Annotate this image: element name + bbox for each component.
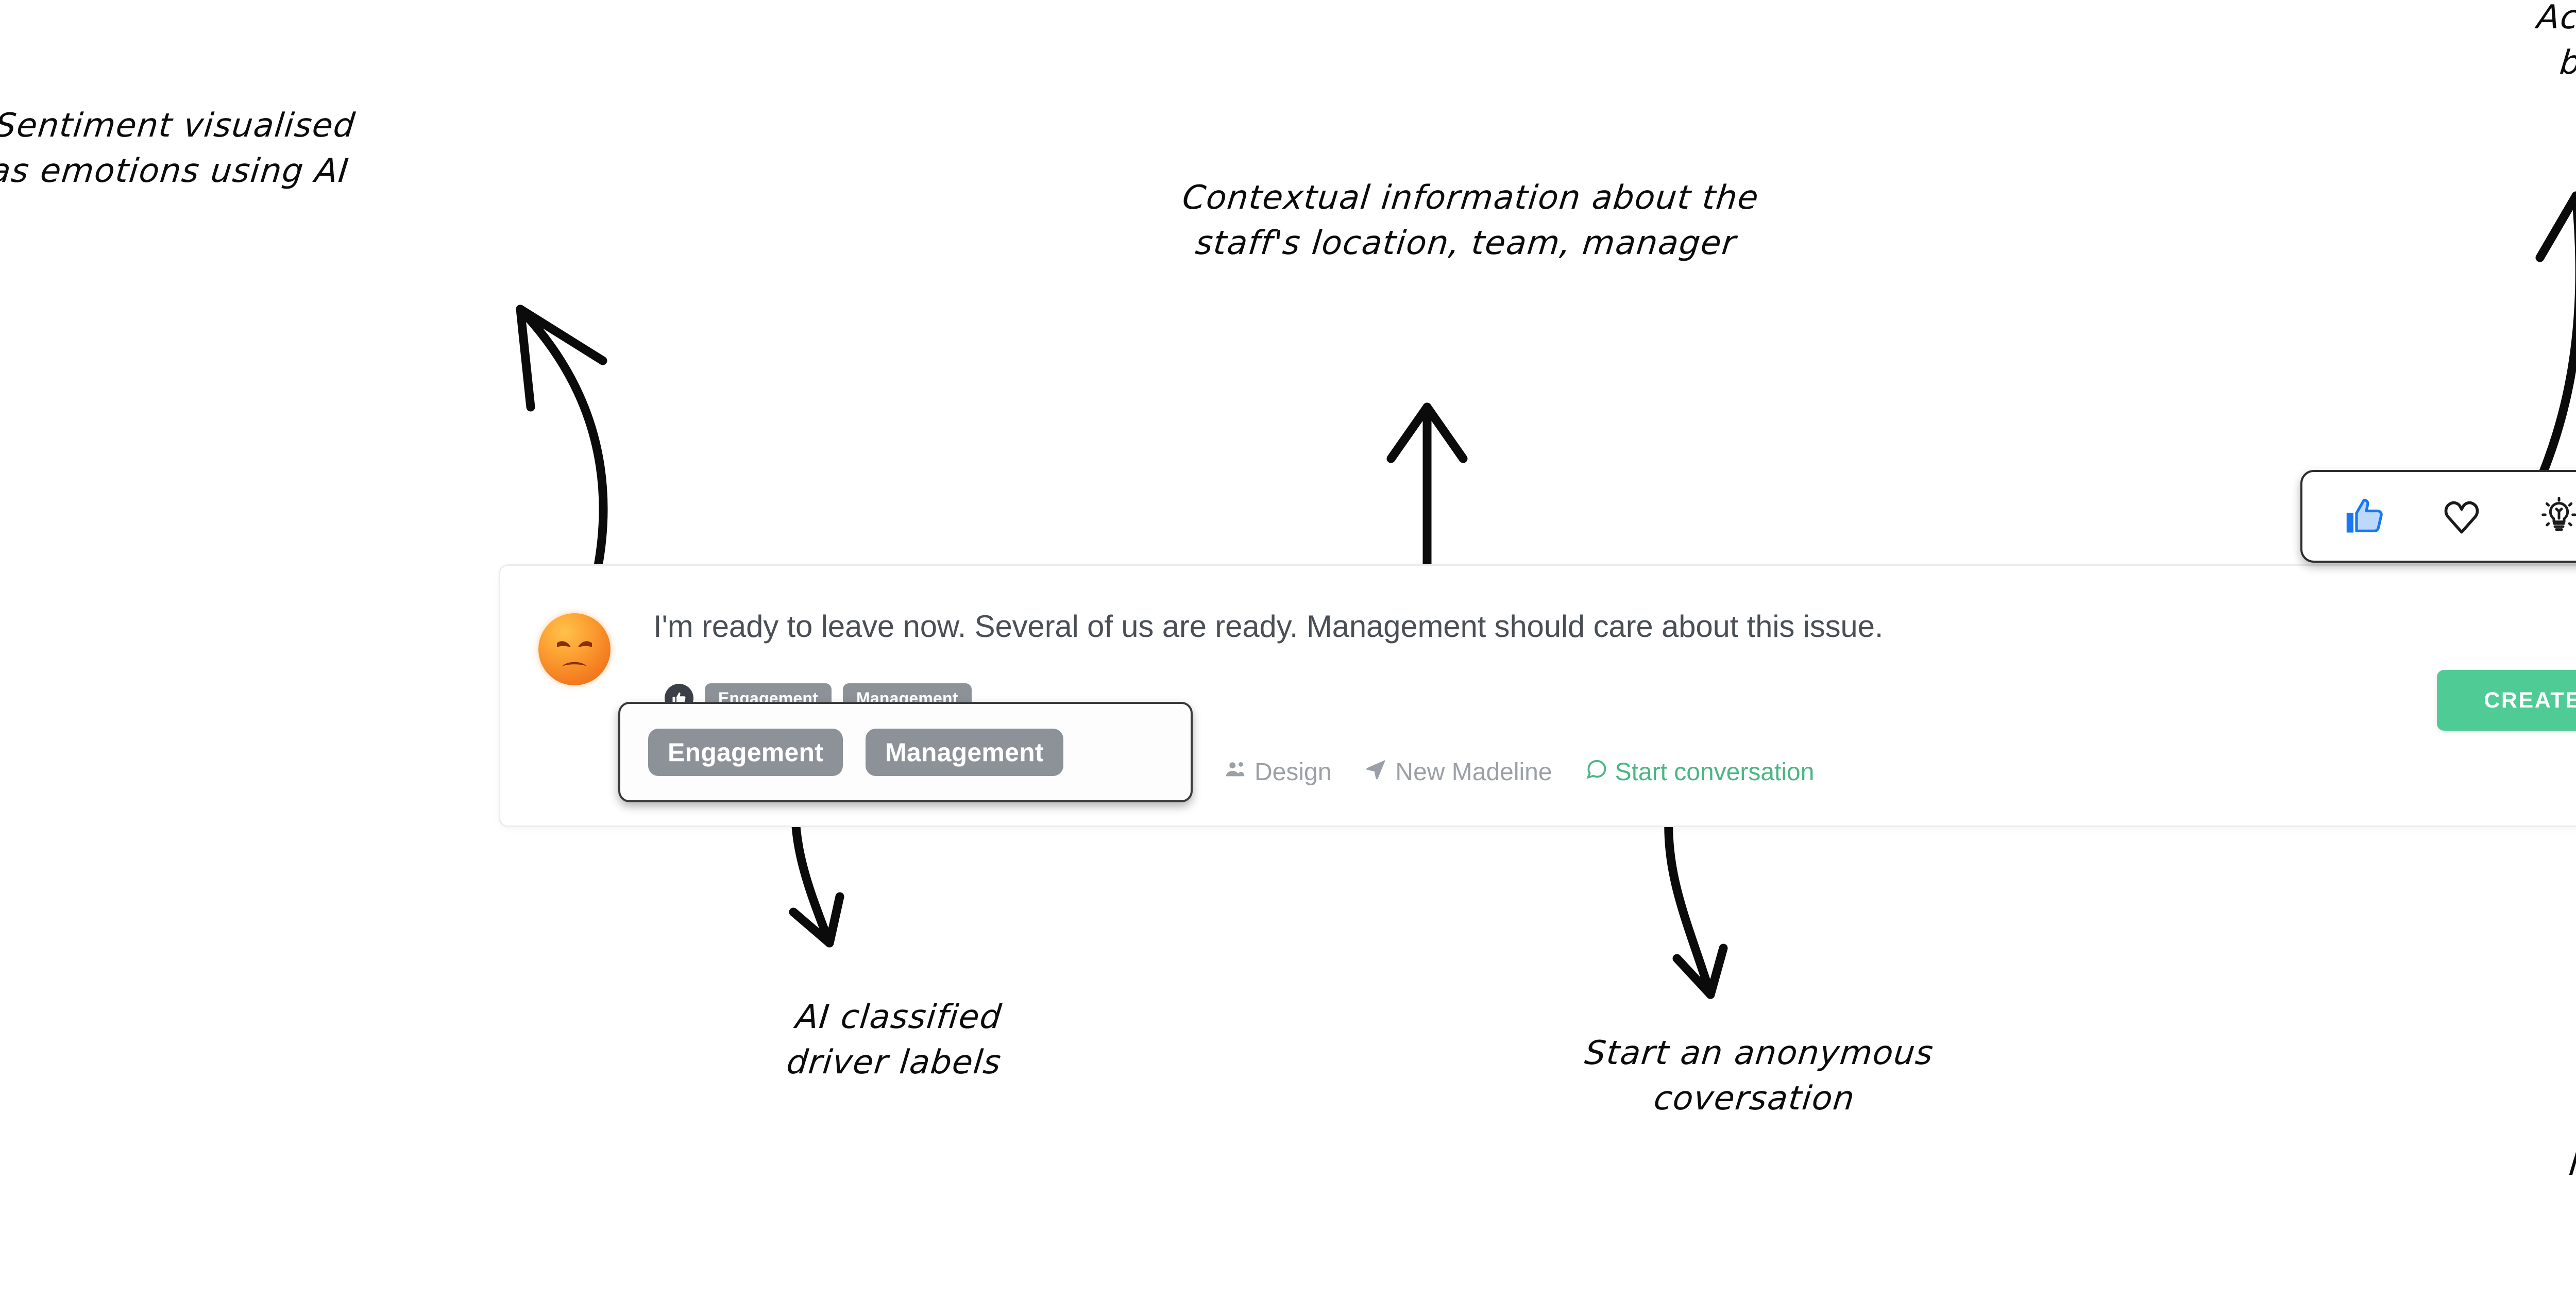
angry-face-icon bbox=[538, 613, 611, 685]
start-conversation-button[interactable]: Start conversation bbox=[1585, 758, 1815, 787]
tag-magnifier-lens: Engagement Management bbox=[618, 702, 1193, 802]
annotation-sentiment: Sentiment visualised as emotions using A… bbox=[0, 107, 358, 191]
thumbs-up-icon[interactable] bbox=[2335, 488, 2392, 545]
meta-location: New Madeline bbox=[1364, 757, 1552, 787]
annotation-reactions: Acknowledge feedback by adding reactions bbox=[2535, 0, 2576, 82]
annotation-conversation: Start an anonymous coversation bbox=[1583, 1034, 1936, 1118]
lightbulb-icon[interactable] bbox=[2531, 488, 2576, 545]
arrow-to-conversation bbox=[1664, 804, 1715, 999]
driver-tag-magnified[interactable]: Engagement bbox=[648, 728, 843, 776]
start-conversation-label: Start conversation bbox=[1615, 759, 1815, 786]
meta-location-label: New Madeline bbox=[1395, 759, 1552, 786]
meta-team: Design bbox=[1224, 757, 1331, 787]
annotation-driver-labels: AI classified driver labels bbox=[785, 998, 1004, 1082]
create-action-button[interactable]: CREATE ACTION bbox=[2437, 670, 2576, 731]
feedback-text: I'm ready to leave now. Several of us ar… bbox=[653, 609, 1884, 644]
feedback-meta-row: Design New Madeline Start conversation bbox=[1224, 757, 1814, 787]
driver-tag-magnified[interactable]: Management bbox=[866, 728, 1063, 776]
annotation-action-status: Initiate Action or Identify the status o… bbox=[2567, 1145, 2576, 1183]
heart-icon[interactable] bbox=[2433, 488, 2490, 545]
meta-team-label: Design bbox=[1255, 759, 1332, 786]
location-arrow-icon bbox=[1364, 757, 1388, 787]
annotation-contextual-info: Contextual information about the staff's… bbox=[1180, 179, 1761, 263]
reaction-picker bbox=[2300, 470, 2576, 563]
people-icon bbox=[1224, 757, 1247, 787]
chat-bubble-icon bbox=[1585, 758, 1608, 787]
